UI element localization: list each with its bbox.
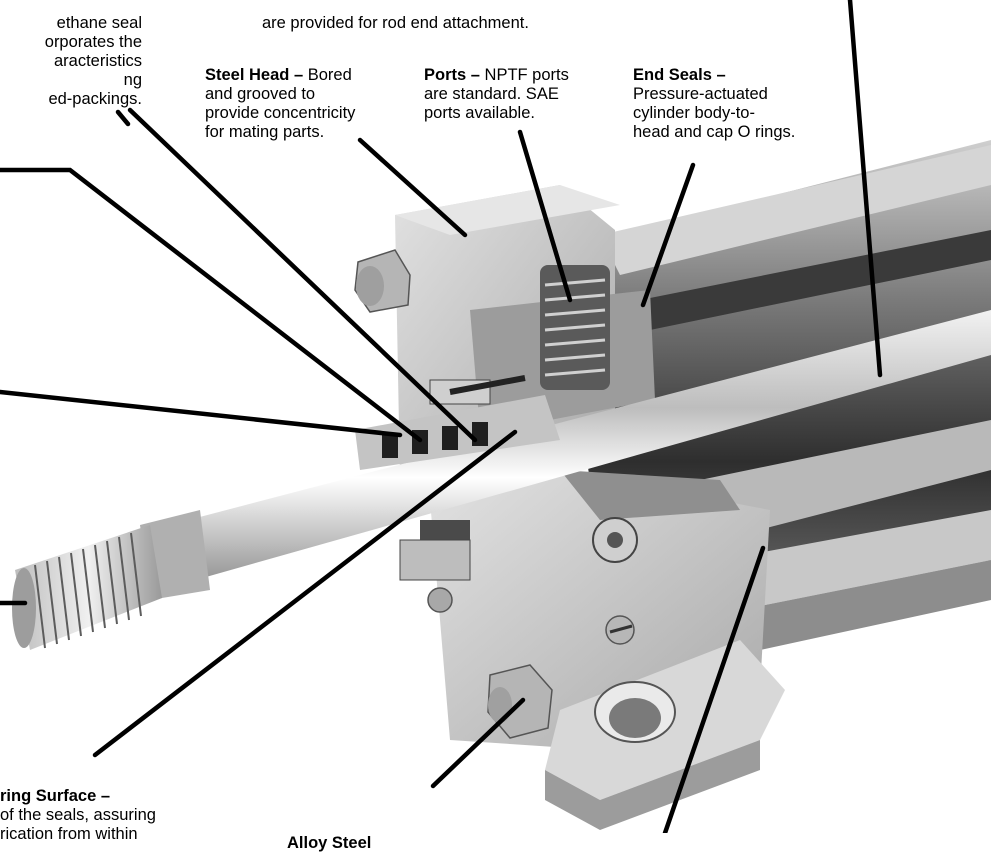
callout-end-seals: End Seals – Pressure-actuated cylinder b… (633, 47, 795, 142)
leader-head-block (357, 137, 468, 238)
callout-rod-end-attachment: are provided for rod end attachment. (262, 0, 529, 33)
callout-steel-head-text: Bored and grooved to provide concentrici… (205, 66, 356, 141)
leader-wiper (0, 389, 403, 438)
steel-head-upper (354, 185, 655, 480)
leader-barrel (662, 545, 766, 833)
leader-end-seals (640, 162, 696, 308)
cylinder-illustration (0, 0, 991, 833)
callout-bearing-title: ring Surface – (0, 787, 111, 805)
leader-bearing (92, 429, 518, 758)
callout-bearing-text: of the seals, assuring rication from wit… (0, 806, 156, 843)
leader-lines (0, 0, 883, 833)
callout-steel-head-title: Steel Head – (205, 66, 304, 84)
callout-ports-title: Ports – (424, 66, 480, 84)
callout-alloy-steel: Alloy Steel (287, 815, 371, 853)
callout-end-seals-text: Pressure-actuated cylinder body-to- head… (633, 85, 796, 141)
callout-ports: Ports – NPTF ports are standard. SAE por… (424, 47, 569, 123)
leader-piston-rod (847, 0, 883, 378)
leader-tie-rod-nut (430, 697, 526, 789)
callout-ports-text: NPTF ports are standard. SAE ports avail… (424, 66, 569, 122)
callout-steel-head: Steel Head – Bored and grooved to provid… (205, 47, 355, 142)
callout-rod-seal: ethane seal orporates the aracteristics … (2, 0, 142, 109)
callout-alloy-steel-title: Alloy Steel (287, 834, 372, 852)
callout-rod-seal-text: ethane seal orporates the aracteristics … (44, 14, 142, 108)
threaded-rod-end (12, 525, 162, 650)
callout-rod-end-text: are provided for rod end attachment. (262, 14, 529, 32)
leader-ports (517, 129, 573, 303)
callout-end-seals-title: End Seals – (633, 66, 726, 84)
steel-head-lower (399, 470, 785, 830)
leader-rod-seal (0, 167, 423, 443)
leader-steel-head (127, 107, 478, 443)
leader-seal-upper (115, 109, 131, 127)
